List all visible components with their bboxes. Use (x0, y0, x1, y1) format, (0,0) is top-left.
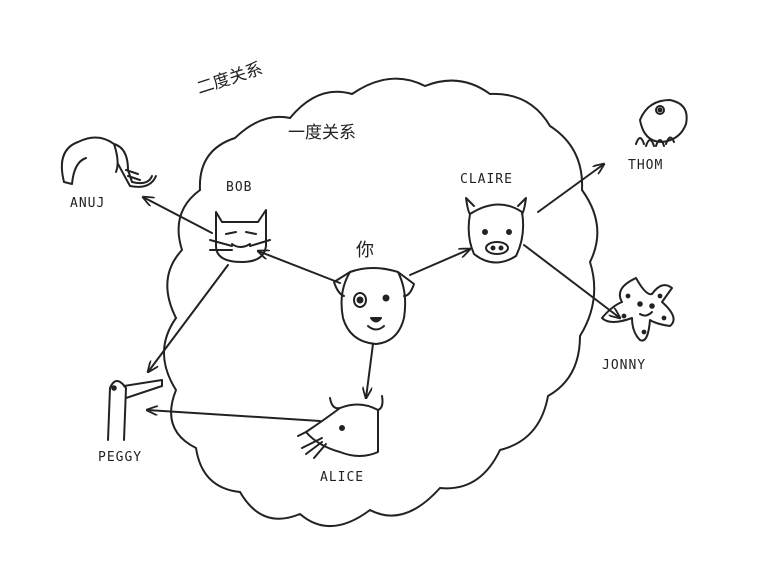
first-degree-boundary (163, 77, 599, 527)
first-degree-label: 一度关系 (288, 123, 356, 143)
elephant-icon (60, 136, 157, 188)
octopus-icon (635, 99, 688, 147)
dog-icon (333, 267, 415, 345)
thom-label: THOM (628, 158, 664, 173)
rat-icon (297, 395, 384, 459)
starfish-icon (601, 277, 675, 342)
edge-bob-anuj (143, 197, 213, 234)
edge-you-claire (409, 249, 470, 276)
anuj-label: ANUJ (70, 196, 106, 211)
edge-claire-thom (537, 164, 604, 213)
pig-icon (465, 197, 527, 264)
peggy-label: PEGGY (98, 450, 143, 465)
alice-label: ALICE (320, 470, 365, 485)
bird-icon (107, 379, 163, 441)
edge-alice-peggy (147, 410, 321, 422)
edge-claire-jonny (523, 244, 620, 318)
claire-label: CLAIRE (460, 172, 513, 187)
edge-you-bob (258, 251, 341, 284)
edge-you-alice (366, 343, 374, 398)
cat-icon (209, 209, 271, 263)
you-label: 你 (356, 240, 374, 261)
bob-label: BOB (226, 180, 253, 195)
edge-bob-peggy (148, 264, 229, 372)
jonny-label: JONNY (602, 358, 647, 373)
